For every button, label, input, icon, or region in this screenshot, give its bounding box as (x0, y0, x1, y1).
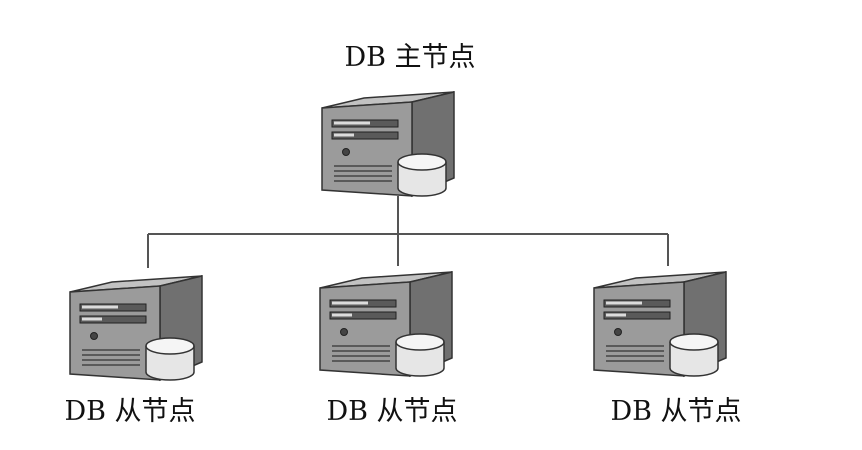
database-server-icon (69, 275, 203, 381)
slave-node: DB 从节点 (64, 275, 203, 427)
master-node-label: DB 主节点 (344, 42, 475, 73)
database-server-icon (319, 271, 453, 377)
slave-node-label: DB 从节点 (64, 396, 195, 427)
slave-node: DB 从节点 (319, 271, 458, 427)
slave-node-label: DB 从节点 (326, 396, 457, 427)
slave-node: DB 从节点 (593, 271, 742, 427)
database-server-icon (593, 271, 727, 377)
master-node: DB 主节点 (321, 42, 476, 197)
database-server-icon (321, 91, 455, 197)
slave-node-label: DB 从节点 (610, 396, 741, 427)
